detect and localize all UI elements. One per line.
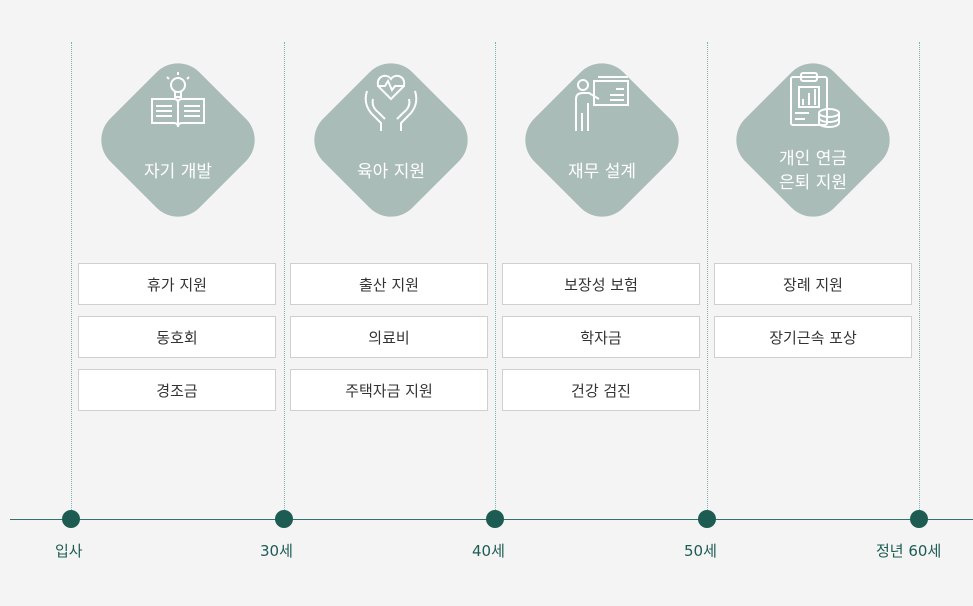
presentation-board-icon <box>575 76 629 131</box>
book-lightbulb-icon <box>151 72 205 128</box>
stage-childcare-support: 육아 지원 <box>296 45 486 235</box>
benefit-item: 경조금 <box>78 369 276 411</box>
timeline-dot <box>275 510 293 528</box>
divider-line <box>495 42 496 520</box>
divider-line <box>707 42 708 520</box>
stage-title: 개인 연금 은퇴 지원 <box>779 149 847 193</box>
stage-pension-retirement: 개인 연금 은퇴 지원 <box>718 45 908 235</box>
timeline-label: 입사 <box>55 542 83 560</box>
benefit-item: 의료비 <box>290 316 488 358</box>
stage-title: 자기 개발 <box>144 162 212 182</box>
benefit-item: 주택자금 지원 <box>290 369 488 411</box>
stage-title: 재무 설계 <box>568 162 636 182</box>
timeline-label: 정년 60세 <box>876 542 942 560</box>
clipboard-chart-coins-icon <box>790 72 840 129</box>
benefit-item: 동호회 <box>78 316 276 358</box>
timeline-label: 30세 <box>260 542 293 560</box>
timeline-dot <box>910 510 928 528</box>
timeline-label: 50세 <box>684 542 717 560</box>
benefit-item: 장례 지원 <box>714 263 912 305</box>
divider-line <box>919 42 920 520</box>
timeline-dot <box>62 510 80 528</box>
stage-self-development: 자기 개발 <box>83 45 273 235</box>
divider-line <box>71 42 72 520</box>
divider-line <box>284 42 285 520</box>
benefit-item: 장기근속 포상 <box>714 316 912 358</box>
benefit-item: 학자금 <box>502 316 700 358</box>
stage-title: 육아 지원 <box>357 162 425 182</box>
stage-financial-planning: 재무 설계 <box>507 45 697 235</box>
benefit-item: 휴가 지원 <box>78 263 276 305</box>
benefit-item: 출산 지원 <box>290 263 488 305</box>
timeline-label: 40세 <box>472 542 505 560</box>
benefit-item: 건강 검진 <box>502 369 700 411</box>
hands-heart-icon <box>364 74 418 131</box>
timeline-dot <box>486 510 504 528</box>
benefit-item: 보장성 보험 <box>502 263 700 305</box>
timeline-dot <box>698 510 716 528</box>
